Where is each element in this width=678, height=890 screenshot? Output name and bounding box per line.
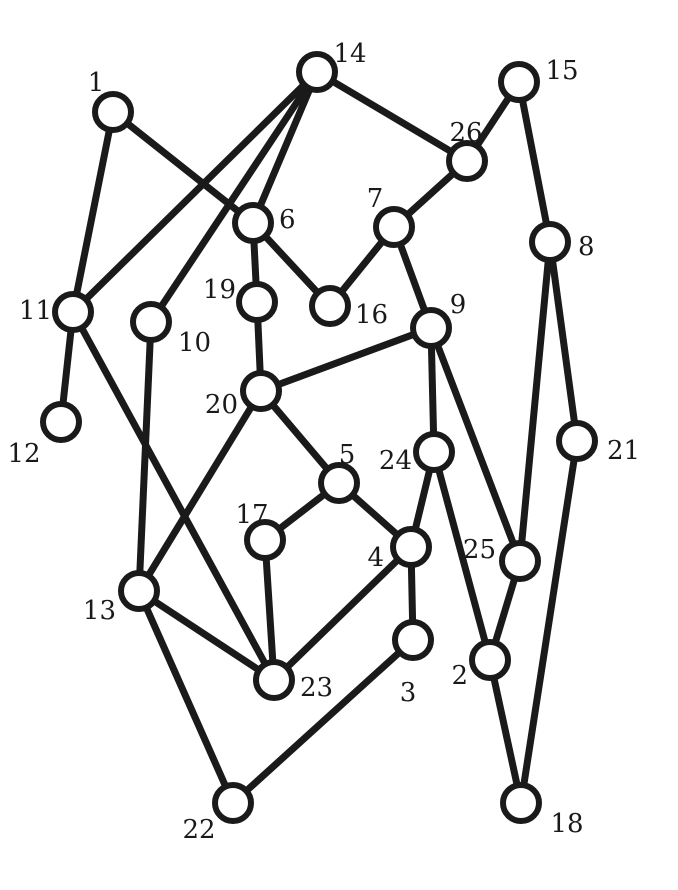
node-label-25: 25 [463, 535, 496, 565]
node-label-23: 23 [300, 673, 333, 703]
node-label-8: 8 [578, 232, 595, 262]
node-label-6: 6 [279, 205, 296, 235]
edge-17-23 [261, 536, 278, 684]
edge-4-23 [270, 543, 415, 684]
node-5 [318, 462, 360, 504]
edge-1-11 [69, 108, 117, 316]
edge-14-10 [147, 68, 321, 326]
node-18 [500, 782, 542, 824]
node-label-1: 1 [88, 68, 105, 98]
edge-3-22 [229, 636, 417, 807]
node-20 [240, 370, 282, 412]
node-9 [410, 307, 452, 349]
node-label-16: 16 [355, 300, 388, 330]
node-label-14: 14 [333, 39, 366, 69]
edge-14-6 [249, 68, 321, 227]
edge-10-13 [135, 318, 155, 595]
node-label-20: 20 [205, 390, 238, 420]
node-label-11: 11 [19, 296, 52, 326]
edge-1-6 [109, 108, 257, 227]
node-14 [296, 51, 338, 93]
node-2 [469, 639, 511, 681]
node-4 [390, 526, 432, 568]
node-25 [499, 540, 541, 582]
node-label-24: 24 [379, 446, 412, 476]
node-label-13: 13 [83, 596, 116, 626]
node-layer [40, 51, 598, 824]
node-label-19: 19 [203, 275, 236, 305]
node-10 [130, 301, 172, 343]
node-11 [52, 291, 94, 333]
edge-8-25 [516, 238, 554, 565]
node-label-9: 9 [450, 290, 467, 320]
node-label-22: 22 [182, 815, 215, 845]
node-19 [236, 281, 278, 323]
node-26 [446, 140, 488, 182]
edge-2-18 [486, 656, 525, 807]
node-21 [556, 420, 598, 462]
node-label-5: 5 [339, 440, 356, 470]
node-label-7: 7 [367, 184, 384, 214]
node-label-10: 10 [178, 328, 211, 358]
node-label-4: 4 [367, 543, 384, 573]
edge-24-2 [430, 448, 494, 664]
node-label-12: 12 [7, 439, 40, 469]
edge-13-22 [135, 587, 237, 807]
node-label-18: 18 [550, 809, 583, 839]
edge-14-11 [69, 68, 321, 316]
edge-14-26 [313, 68, 471, 165]
edge-13-23 [135, 587, 278, 684]
node-label-17: 17 [235, 500, 268, 530]
node-23 [253, 659, 295, 701]
edge-15-8 [515, 78, 554, 246]
edge-8-21 [546, 238, 581, 445]
edge-21-18 [517, 437, 581, 807]
node-15 [498, 61, 540, 103]
edge-20-13 [135, 387, 265, 595]
node-label-26: 26 [449, 118, 482, 148]
node-16 [309, 285, 351, 327]
node-label-21: 21 [607, 436, 640, 466]
edge-9-25 [427, 324, 524, 565]
node-17 [244, 519, 286, 561]
node-8 [529, 221, 571, 263]
node-12 [40, 401, 82, 443]
node-3 [392, 619, 434, 661]
node-13 [118, 570, 160, 612]
node-7 [373, 206, 415, 248]
edge-20-9 [257, 324, 435, 395]
node-label-15: 15 [545, 56, 578, 86]
node-label-2: 2 [451, 661, 468, 691]
node-22 [212, 782, 254, 824]
label-layer: 1234567891011121314151617181920212223242… [7, 39, 640, 845]
edge-11-23 [69, 308, 278, 684]
node-6 [232, 202, 274, 244]
node-label-3: 3 [400, 678, 417, 708]
node-1 [92, 91, 134, 133]
node-24 [413, 431, 455, 473]
